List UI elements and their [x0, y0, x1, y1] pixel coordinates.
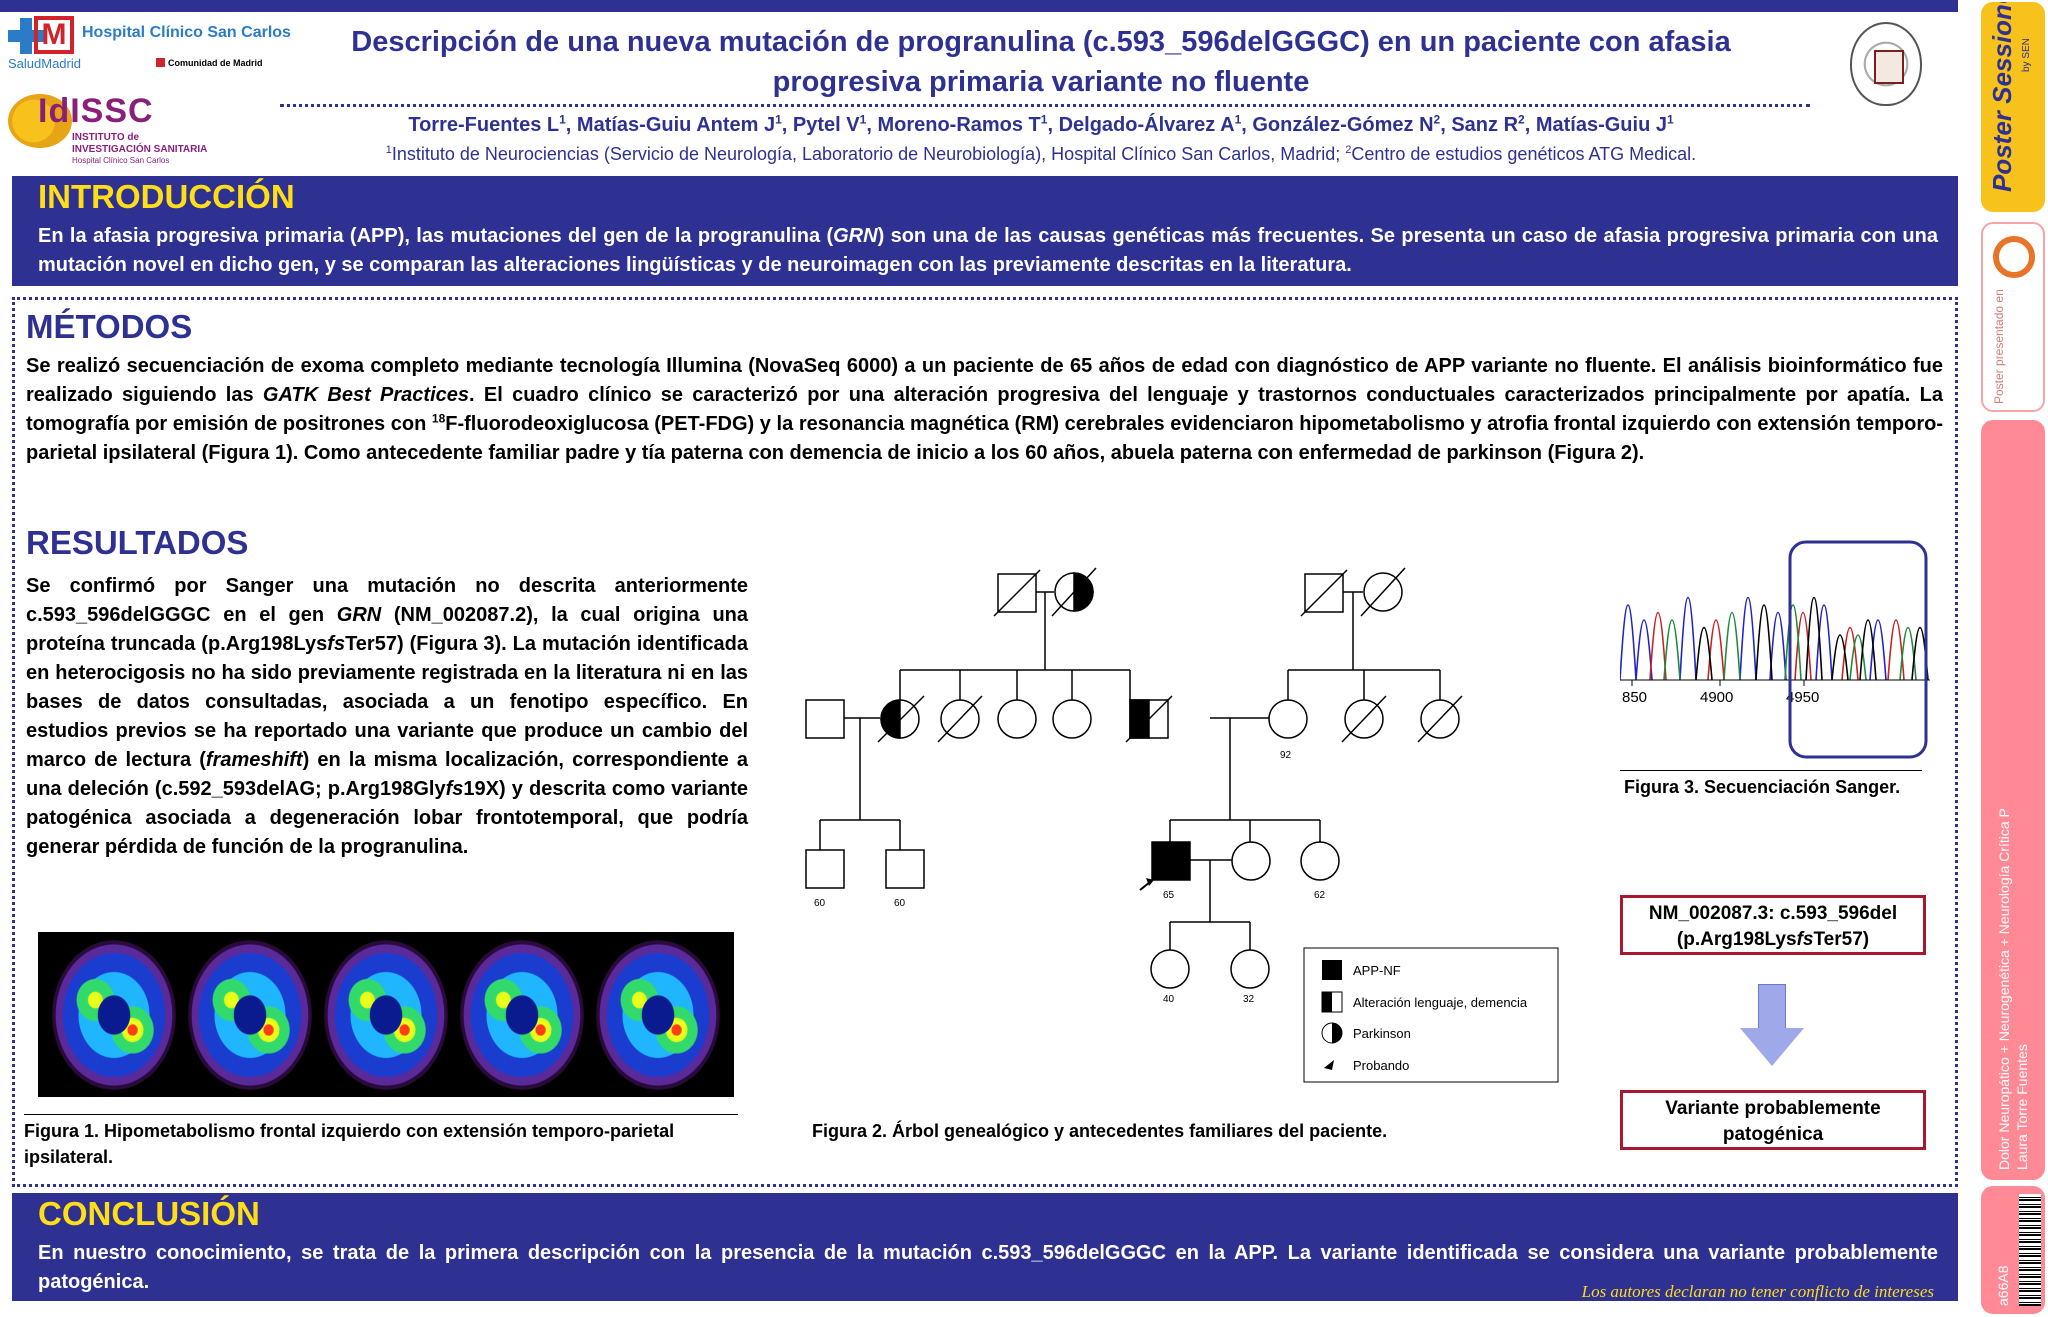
congress-logo-icon: [1993, 236, 2035, 278]
hospital-name: Hospital Clínico San Carlos: [82, 24, 291, 41]
variant-box: NM_002087.3: c.593_596del (p.Arg198Lysfs…: [1620, 895, 1926, 955]
pet-brain-images: [38, 932, 734, 1097]
brain-slice-image: [52, 939, 176, 1090]
author-name: González-Gómez N: [1252, 114, 1434, 136]
sanger-chromatogram: 850 4900 4950: [1620, 540, 1930, 759]
author-affiliation-number: 1: [1234, 112, 1242, 127]
author-affiliation-number: 1: [1040, 112, 1048, 127]
classification-box: Variante probablemente patogénica: [1620, 1090, 1926, 1150]
introduction-section: INTRODUCCIÓN En la afasia progresiva pri…: [12, 176, 1958, 286]
title-divider: [280, 104, 1810, 107]
probando-arrow-icon: [1324, 1060, 1334, 1070]
idissc-wordmark: IdISSC: [38, 92, 154, 130]
author-affiliation-number: 2: [1433, 112, 1441, 127]
top-bar: [0, 0, 1958, 12]
conflict-of-interest-note: Los autores declaran no tener conflicto …: [1581, 1282, 1934, 1301]
pedigree-age-label: 92: [1280, 750, 1292, 761]
brain-slice-image: [324, 939, 448, 1090]
idissc-blob-icon: [8, 94, 72, 148]
topic-text: Dolor Neuropático + Neurogenética + Neur…: [1996, 808, 2030, 1170]
brain-slice-image: [596, 939, 720, 1090]
author-list: Torre-Fuentes L1, Matías-Guiu Antem J1, …: [408, 112, 1674, 136]
conclusion-heading: CONCLUSIÓN: [38, 1195, 260, 1232]
poster-title: Descripción de una nueva mutación de pro…: [351, 26, 1731, 98]
salud-madrid-m-logo: M: [34, 16, 74, 54]
author-name: Pytel V: [792, 114, 860, 136]
figure3-rule: [1620, 770, 1922, 771]
down-arrow-icon: [1740, 984, 1804, 1068]
figure1-rule: [24, 1114, 738, 1115]
pedigree-age-label: 40: [1163, 994, 1175, 1005]
results-text: Se confirmó por Sanger una mutación no d…: [26, 575, 748, 858]
presented-at-panel: Poster presentado en: [1981, 222, 2045, 412]
right-rail: Poster SessionOnline by SEN Poster prese…: [1980, 0, 2048, 1317]
pedigree-chart: 92 60 60 65 62 40 32 APP-NF Alteración l…: [805, 567, 1559, 1083]
author-name: Moreno-Ramos T: [877, 114, 1041, 136]
idissc-logo: IdISSC INSTITUTO de INVESTIGACIÓN SANITA…: [8, 86, 207, 176]
affiliations: 1Instituto de Neurociencias (Servicio de…: [385, 144, 1697, 164]
presented-at-text: Poster presentado en: [1992, 289, 2006, 404]
methods-text: Se realizó secuenciación de exoma comple…: [26, 355, 1944, 464]
introduction-heading: INTRODUCCIÓN: [38, 178, 295, 215]
legend-entry: APP-NF: [1353, 963, 1401, 978]
author-affiliation-number: 1: [1666, 112, 1674, 127]
proband-arrow-icon: [1146, 878, 1154, 886]
salud-madrid-text: SaludMadrid: [8, 56, 81, 71]
pedigree-age-label: 65: [1163, 890, 1175, 901]
author-affiliation-number: 1: [775, 112, 782, 127]
sanger-tick-label: 4950: [1786, 689, 1819, 706]
results-heading: RESULTADOS: [26, 524, 249, 561]
figure2-caption: Figura 2. Árbol genealógico y antecedent…: [812, 1121, 1388, 1141]
idissc-subtitle: INSTITUTO de INVESTIGACIÓN SANITARIA: [72, 132, 208, 155]
author-name: Torre-Fuentes L: [408, 114, 560, 136]
sanger-tick-label: 850: [1622, 689, 1647, 706]
brain-slice-image: [188, 939, 312, 1090]
poster-session-by: by SEN: [2021, 38, 2032, 72]
figure3-caption: Figura 3. Secuenciación Sanger.: [1624, 777, 1901, 797]
figure1-caption: Figura 1. Hipometabolismo frontal izquie…: [24, 1121, 675, 1167]
introduction-text: En la afasia progresiva primaria (APP), …: [38, 225, 1938, 276]
methods-heading: MÉTODOS: [26, 308, 193, 345]
author-affiliation-number: 2: [1518, 112, 1525, 127]
conclusion-section: CONCLUSIÓN En nuestro conocimiento, se t…: [12, 1193, 1958, 1301]
legend-entry: Alteración lenguaje, demencia: [1353, 995, 1528, 1010]
pedigree-age-label: 60: [894, 898, 906, 909]
poster-session-logo: Poster SessionOnline by SEN: [1981, 2, 2045, 212]
university-seal-icon: [1850, 22, 1922, 106]
author-affiliation-number: 1: [859, 112, 867, 127]
poster-code: a66A8: [1995, 1265, 2011, 1306]
poster-session-brand: Poster SessionOnline: [1987, 2, 2017, 192]
author-name: Sanz R: [1451, 114, 1519, 136]
author-name: Matías-Guiu Antem J: [576, 114, 776, 136]
pedigree-legend: APP-NF Alteración lenguaje, demencia Par…: [1303, 947, 1559, 1083]
brain-slice-image: [460, 939, 584, 1090]
pedigree-age-label: 60: [814, 898, 826, 909]
code-panel: a66A8: [1981, 1186, 2045, 1314]
idissc-hospital: Hospital Clínico San Carlos: [72, 156, 170, 165]
author-name: Delgado-Álvarez A: [1058, 114, 1235, 136]
legend-entry: Probando: [1353, 1058, 1409, 1073]
legend-entry: Parkinson: [1353, 1026, 1411, 1041]
author-affiliation-number: 1: [559, 112, 566, 127]
author-name: Matías-Guiu J: [1535, 114, 1667, 136]
pedigree-age-label: 62: [1314, 890, 1326, 901]
pedigree-age-label: 32: [1243, 994, 1255, 1005]
barcode-icon: [2019, 1194, 2041, 1306]
institution-logos: M SaludMadrid Hospital Clínico San Carlo…: [6, 16, 291, 166]
sanger-tick-label: 4900: [1700, 689, 1733, 706]
mutation-highlight-box: [1788, 540, 1928, 759]
topic-panel: Dolor Neuropático + Neurogenética + Neur…: [1981, 420, 2045, 1180]
conclusion-text: En nuestro conocimiento, se trata de la …: [38, 1242, 1938, 1293]
comunidad-madrid: Comunidad de Madrid: [156, 58, 263, 68]
content-frame: [12, 297, 1958, 1187]
